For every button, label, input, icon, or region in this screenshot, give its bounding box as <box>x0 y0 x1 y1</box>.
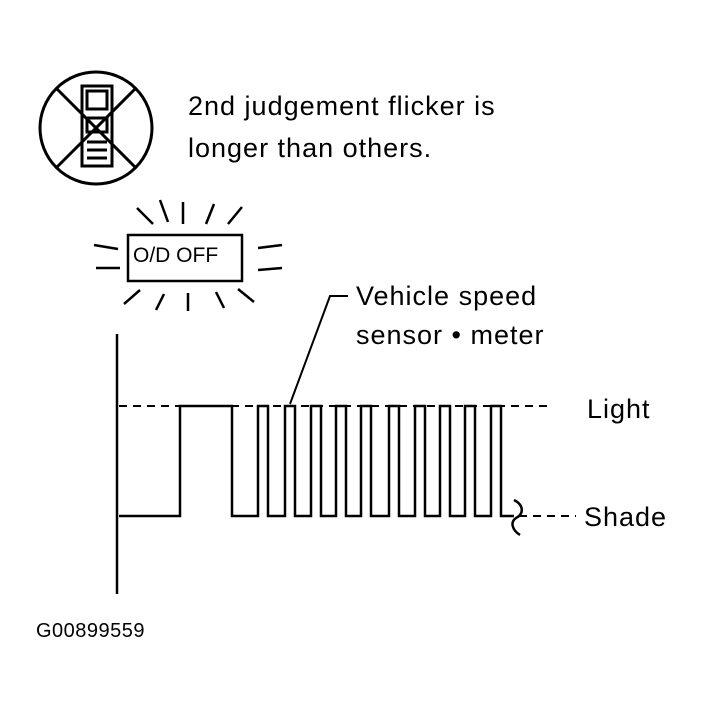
figure-id: G00899559 <box>36 620 146 642</box>
waveform-end-squiggle <box>511 498 523 537</box>
sensor-label-line-2: sensor • meter <box>356 320 545 350</box>
sensor-label-line-1: Vehicle speed <box>356 281 538 311</box>
pulse-waveform <box>119 404 514 518</box>
no-key-icon <box>38 70 154 186</box>
light-level-label: Light <box>587 394 651 424</box>
note-line-1: 2nd judgement flicker is <box>188 91 496 121</box>
callout-leader <box>289 295 348 405</box>
flashing-lamp-icon <box>93 199 283 311</box>
od-off-label: O/D OFF <box>133 244 219 267</box>
shade-level-label: Shade <box>584 502 668 532</box>
note-line-2: longer than others. <box>188 133 433 163</box>
